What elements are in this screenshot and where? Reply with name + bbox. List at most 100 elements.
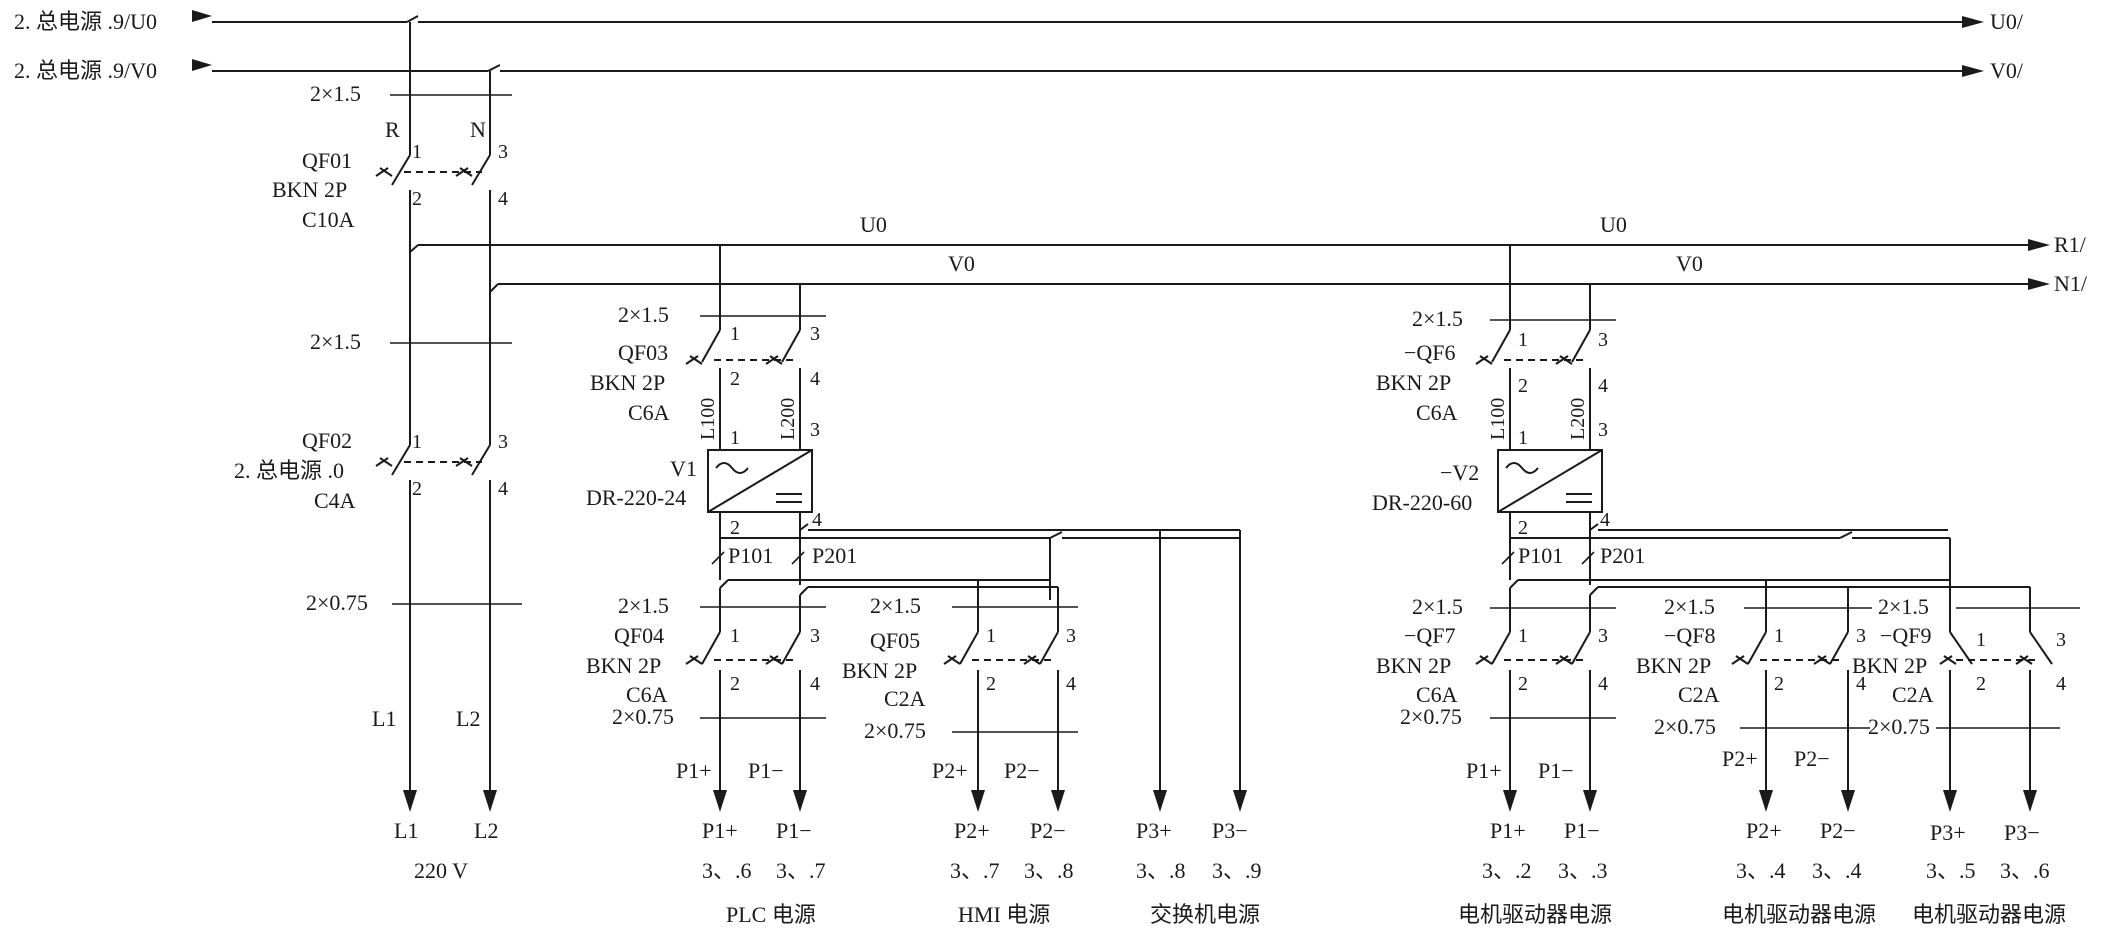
n1-label: N1/ (2054, 271, 2088, 296)
svg-text:2: 2 (986, 673, 996, 695)
svg-text:4: 4 (1066, 673, 1076, 695)
bus-v0-right-label: V0 (1676, 251, 1703, 276)
svg-text:L100: L100 (1487, 398, 1509, 440)
breaker-qf8: −QF8 BKN 2P C2A 1 2 3 4 (1636, 623, 1866, 707)
r1-label: R1/ (2054, 232, 2087, 257)
svg-text:BKN 2P: BKN 2P (1376, 370, 1451, 395)
qf01-tag: QF01 (302, 148, 352, 173)
svg-text:3、.9: 3、.9 (1212, 858, 1262, 883)
svg-text:−QF8: −QF8 (1664, 623, 1716, 648)
svg-text:C2A: C2A (1678, 682, 1720, 707)
breaker-qf02: QF02 2. 总电源 .0 C4A 1 2 3 4 (234, 428, 508, 513)
svg-text:C2A: C2A (1892, 682, 1934, 707)
psu-v2: −V2 DR-220-60 (1372, 449, 1603, 515)
svg-text:P101: P101 (1518, 543, 1563, 568)
svg-text:1: 1 (412, 431, 422, 453)
svg-text:4: 4 (498, 478, 508, 500)
input-bus: 2. 总电源 .9/U0 U0/ 2. 总电源 .9/V0 V0/ (14, 9, 2024, 83)
svg-text:4: 4 (1598, 375, 1608, 397)
psu-v1-model: DR-220-24 (586, 485, 686, 510)
svg-text:3: 3 (1856, 625, 1866, 647)
svg-text:3: 3 (498, 141, 508, 163)
caption-switch: 交换机电源 (1150, 902, 1260, 927)
cable-label-2: 2×1.5 (310, 329, 361, 354)
caption-plc: PLC 电源 (726, 902, 816, 927)
svg-text:QF03: QF03 (618, 340, 668, 365)
svg-text:P2−: P2− (1794, 746, 1830, 771)
breaker-qf05: QF05 BKN 2P C2A 1 2 3 4 (842, 625, 1076, 711)
svg-text:P2+: P2+ (932, 758, 968, 783)
qf01-rating: C10A (302, 207, 355, 232)
svg-text:2×0.75: 2×0.75 (1868, 714, 1930, 739)
svg-text:L100: L100 (697, 398, 719, 440)
svg-text:BKN 2P: BKN 2P (1636, 653, 1711, 678)
svg-text:P1+: P1+ (1490, 818, 1526, 843)
svg-text:3: 3 (1066, 625, 1076, 647)
svg-text:3: 3 (2056, 629, 2066, 651)
svg-text:P1−: P1− (1538, 758, 1574, 783)
r1-arrow (2028, 239, 2050, 251)
v0-source-arrow (192, 59, 212, 71)
svg-text:3、.3: 3、.3 (1558, 858, 1608, 883)
svg-text:L2: L2 (456, 706, 480, 731)
svg-text:2: 2 (1518, 673, 1528, 695)
svg-text:BKN 2P: BKN 2P (590, 370, 665, 395)
svg-text:2: 2 (412, 188, 422, 210)
svg-text:3: 3 (810, 419, 820, 441)
svg-text:C2A: C2A (884, 686, 926, 711)
svg-text:L1: L1 (394, 818, 418, 843)
u0-source-arrow (192, 10, 212, 22)
u0-source-label: 2. 总电源 .9/U0 (14, 9, 157, 34)
svg-text:P201: P201 (1600, 543, 1645, 568)
caption-hmi: HMI 电源 (958, 902, 1050, 927)
svg-text:P1+: P1+ (676, 758, 712, 783)
svg-text:L200: L200 (777, 398, 799, 440)
breaker-qf04: QF04 BKN 2P C6A 1 2 3 4 (586, 623, 820, 707)
svg-text:2: 2 (412, 478, 422, 500)
svg-text:4: 4 (2056, 673, 2066, 695)
svg-text:3、.6: 3、.6 (702, 858, 752, 883)
svg-text:2×1.5: 2×1.5 (1878, 594, 1929, 619)
u0-target-label: U0/ (1990, 9, 2024, 34)
svg-text:2: 2 (1976, 673, 1986, 695)
svg-text:BKN 2P: BKN 2P (586, 653, 661, 678)
svg-text:2×0.75: 2×0.75 (1400, 704, 1462, 729)
u0-target-arrow (1962, 16, 1984, 28)
voltage-220v: 220 V (414, 858, 468, 883)
svg-text:3: 3 (1598, 419, 1608, 441)
caption-drive-2: 电机驱动器电源 (1722, 902, 1876, 927)
svg-text:3: 3 (1598, 625, 1608, 647)
psu-v1: V1 DR-220-24 (586, 449, 813, 513)
svg-text:1: 1 (730, 323, 740, 345)
svg-text:3: 3 (498, 431, 508, 453)
svg-text:P2−: P2− (1004, 758, 1040, 783)
svg-text:3: 3 (1598, 329, 1608, 351)
svg-text:2×1.5: 2×1.5 (618, 302, 669, 327)
svg-text:2: 2 (730, 517, 740, 539)
breaker-qf03: QF03 BKN 2P C6A 1 2 3 4 (590, 323, 820, 425)
svg-text:1: 1 (1518, 329, 1528, 351)
svg-text:4: 4 (498, 188, 508, 210)
breaker-qf9: −QF9 BKN 2P C2A 1 2 3 4 (1852, 623, 2066, 707)
svg-text:1: 1 (1976, 629, 1986, 651)
svg-text:P1+: P1+ (702, 818, 738, 843)
svg-text:−QF7: −QF7 (1404, 623, 1456, 648)
svg-text:3、.7: 3、.7 (950, 858, 1000, 883)
svg-text:1: 1 (412, 141, 422, 163)
svg-text:2×1.5: 2×1.5 (1664, 594, 1715, 619)
qf02-rating: C4A (314, 488, 356, 513)
svg-text:BKN 2P: BKN 2P (842, 658, 917, 683)
svg-text:3、.2: 3、.2 (1482, 858, 1532, 883)
bus-u0-left-label: U0 (860, 212, 887, 237)
v0-source-label: 2. 总电源 .9/V0 (14, 58, 157, 83)
svg-text:P2+: P2+ (1722, 746, 1758, 771)
main-feed: 2×1.5 R N QF01 BKN 2P C10A 1 2 3 4 (234, 22, 2088, 883)
svg-text:2: 2 (730, 673, 740, 695)
svg-text:1: 1 (1518, 625, 1528, 647)
svg-text:L200: L200 (1567, 398, 1589, 440)
qf02-type: 2. 总电源 .0 (234, 458, 344, 483)
svg-text:1: 1 (1518, 427, 1528, 449)
qf02-tag: QF02 (302, 428, 352, 453)
branch-v2: 2×1.5 −QF6 BKN 2P C6A 1 2 3 4 L100 L200 … (1372, 245, 2080, 927)
